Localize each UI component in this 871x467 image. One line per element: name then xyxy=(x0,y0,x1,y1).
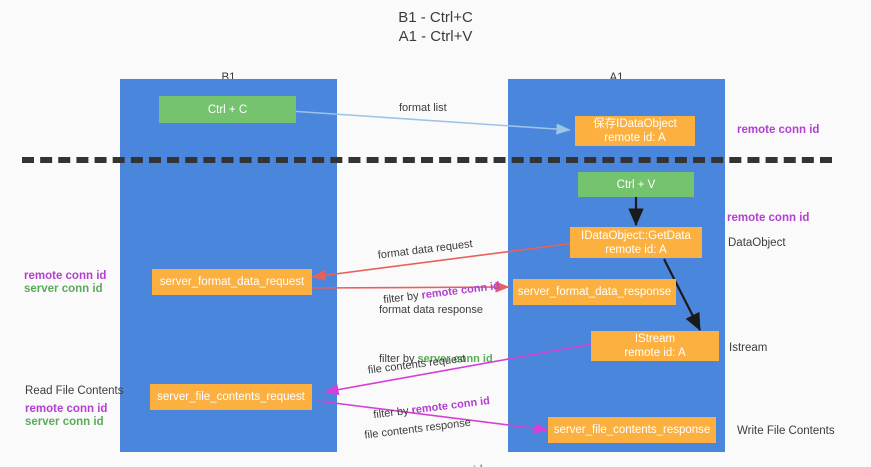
page-title: B1 - Ctrl+C A1 - Ctrl+V xyxy=(398,9,473,45)
edge-label-file-contents-response-line1: file contents response xyxy=(363,416,472,442)
edge-label-format-data-response-key: server conn id xyxy=(417,353,493,365)
note-remote-conn-id-top: remote conn id xyxy=(737,124,820,136)
note-write-file-contents: Write File Contents xyxy=(737,425,835,437)
edge-label-file-contents-request-line1: file contents request xyxy=(367,352,467,377)
box-idataobject-getdata[interactable]: IDataObject::GetData remote id: A xyxy=(570,227,702,258)
box-server-file-contents-request[interactable]: server_file_contents_request xyxy=(150,384,312,410)
box-server-format-data-request[interactable]: server_format_data_request xyxy=(152,269,312,295)
box-ctrl-v[interactable]: Ctrl + V xyxy=(578,172,694,197)
box-server-file-contents-response[interactable]: server_file_contents_response xyxy=(548,417,716,443)
box-server-format-data-response[interactable]: server_format_data_response xyxy=(513,279,676,305)
edge-label-format-list: format list xyxy=(399,102,447,114)
note-read-file-contents: Read File Contents xyxy=(25,385,124,397)
note-istream: Istream xyxy=(729,342,768,354)
edge-label-format-data-response-line1: format data response xyxy=(379,304,483,316)
edge-label-file-contents-response-key: server conn id xyxy=(408,463,484,467)
box-ctrl-c[interactable]: Ctrl + C xyxy=(159,96,296,123)
phase-divider xyxy=(22,157,832,163)
edge-label-format-data-response-prefix: filter by xyxy=(379,353,418,365)
note-left-remote-conn-id-mid: remote conn id xyxy=(24,270,107,282)
note-remote-conn-id-mid: remote conn id xyxy=(727,212,810,224)
edge-label-format-data-request-line1: format data request xyxy=(377,238,474,262)
note-dataobject: DataObject xyxy=(728,237,786,249)
edge-label-format-data-response: format data response filter by server co… xyxy=(379,273,493,397)
box-save-idataobject[interactable]: 保存IDataObject remote id: A xyxy=(575,116,695,146)
note-left-remote-conn-id-low: remote conn id xyxy=(25,403,108,415)
note-left-server-conn-id-mid: server conn id xyxy=(24,283,103,295)
box-istream[interactable]: IStream remote id: A xyxy=(591,331,719,361)
edge-label-file-contents-response: file contents response filter by server … xyxy=(360,385,488,467)
edge-label-file-contents-response-line2: filter by server conn id xyxy=(370,462,485,467)
note-left-server-conn-id-low: server conn id xyxy=(25,416,104,428)
edge-label-format-data-response-line2: filter by server conn id xyxy=(379,352,493,367)
